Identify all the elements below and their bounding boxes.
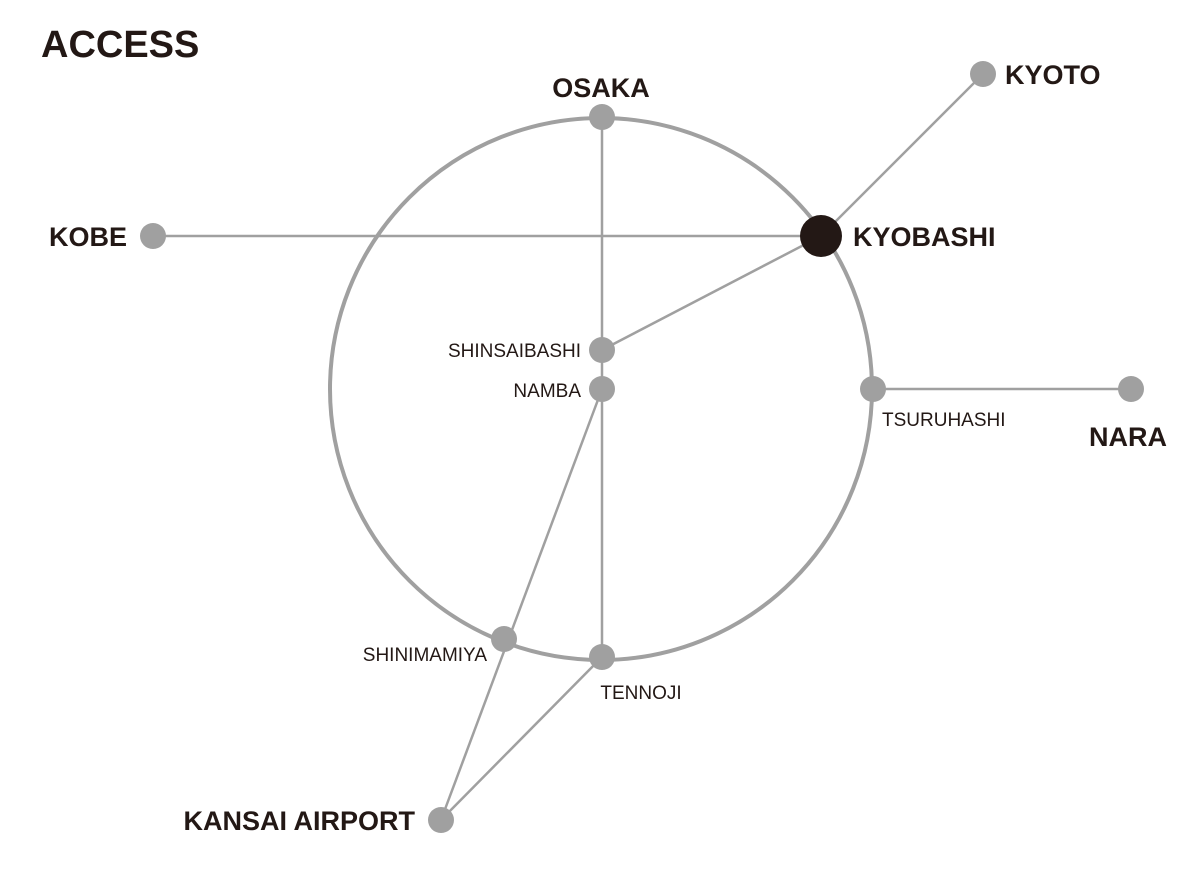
label-kobe: KOBE (49, 222, 127, 252)
station-node-osaka[interactable] (589, 104, 615, 130)
label-kyoto: KYOTO (1005, 60, 1101, 90)
label-tennoji: TENNOJI (600, 683, 681, 704)
label-shinimamiya: SHINIMAMIYA (363, 645, 488, 666)
line-tennoji-kansai-airport (440, 656, 603, 821)
station-node-kansai-airport[interactable] (428, 807, 454, 833)
label-namba: NAMBA (513, 381, 581, 402)
page-title: ACCESS (41, 24, 200, 66)
station-nodes (140, 61, 1144, 833)
label-kansai-airport: KANSAI AIRPORT (183, 806, 415, 836)
rail-lines (153, 73, 1131, 821)
label-tsuruhashi: TSURUHASHI (882, 410, 1006, 431)
label-osaka: OSAKA (552, 73, 650, 103)
line-namba-kansai-airport (439, 388, 604, 821)
line-kyobashi-kyoto (820, 73, 984, 237)
station-node-shinsaibashi[interactable] (589, 337, 615, 363)
station-node-namba[interactable] (589, 376, 615, 402)
station-node-shinimamiya[interactable] (491, 626, 517, 652)
station-node-nara[interactable] (1118, 376, 1144, 402)
label-shinsaibashi: SHINSAIBASHI (448, 341, 581, 362)
station-node-kobe[interactable] (140, 223, 166, 249)
station-node-kyobashi[interactable] (800, 215, 842, 257)
station-node-tennoji[interactable] (589, 644, 615, 670)
line-kyobashi-shinsaibashi (601, 234, 822, 352)
station-node-kyoto[interactable] (970, 61, 996, 87)
label-nara: NARA (1089, 422, 1167, 452)
label-kyobashi: KYOBASHI (853, 222, 996, 252)
station-node-tsuruhashi[interactable] (860, 376, 886, 402)
